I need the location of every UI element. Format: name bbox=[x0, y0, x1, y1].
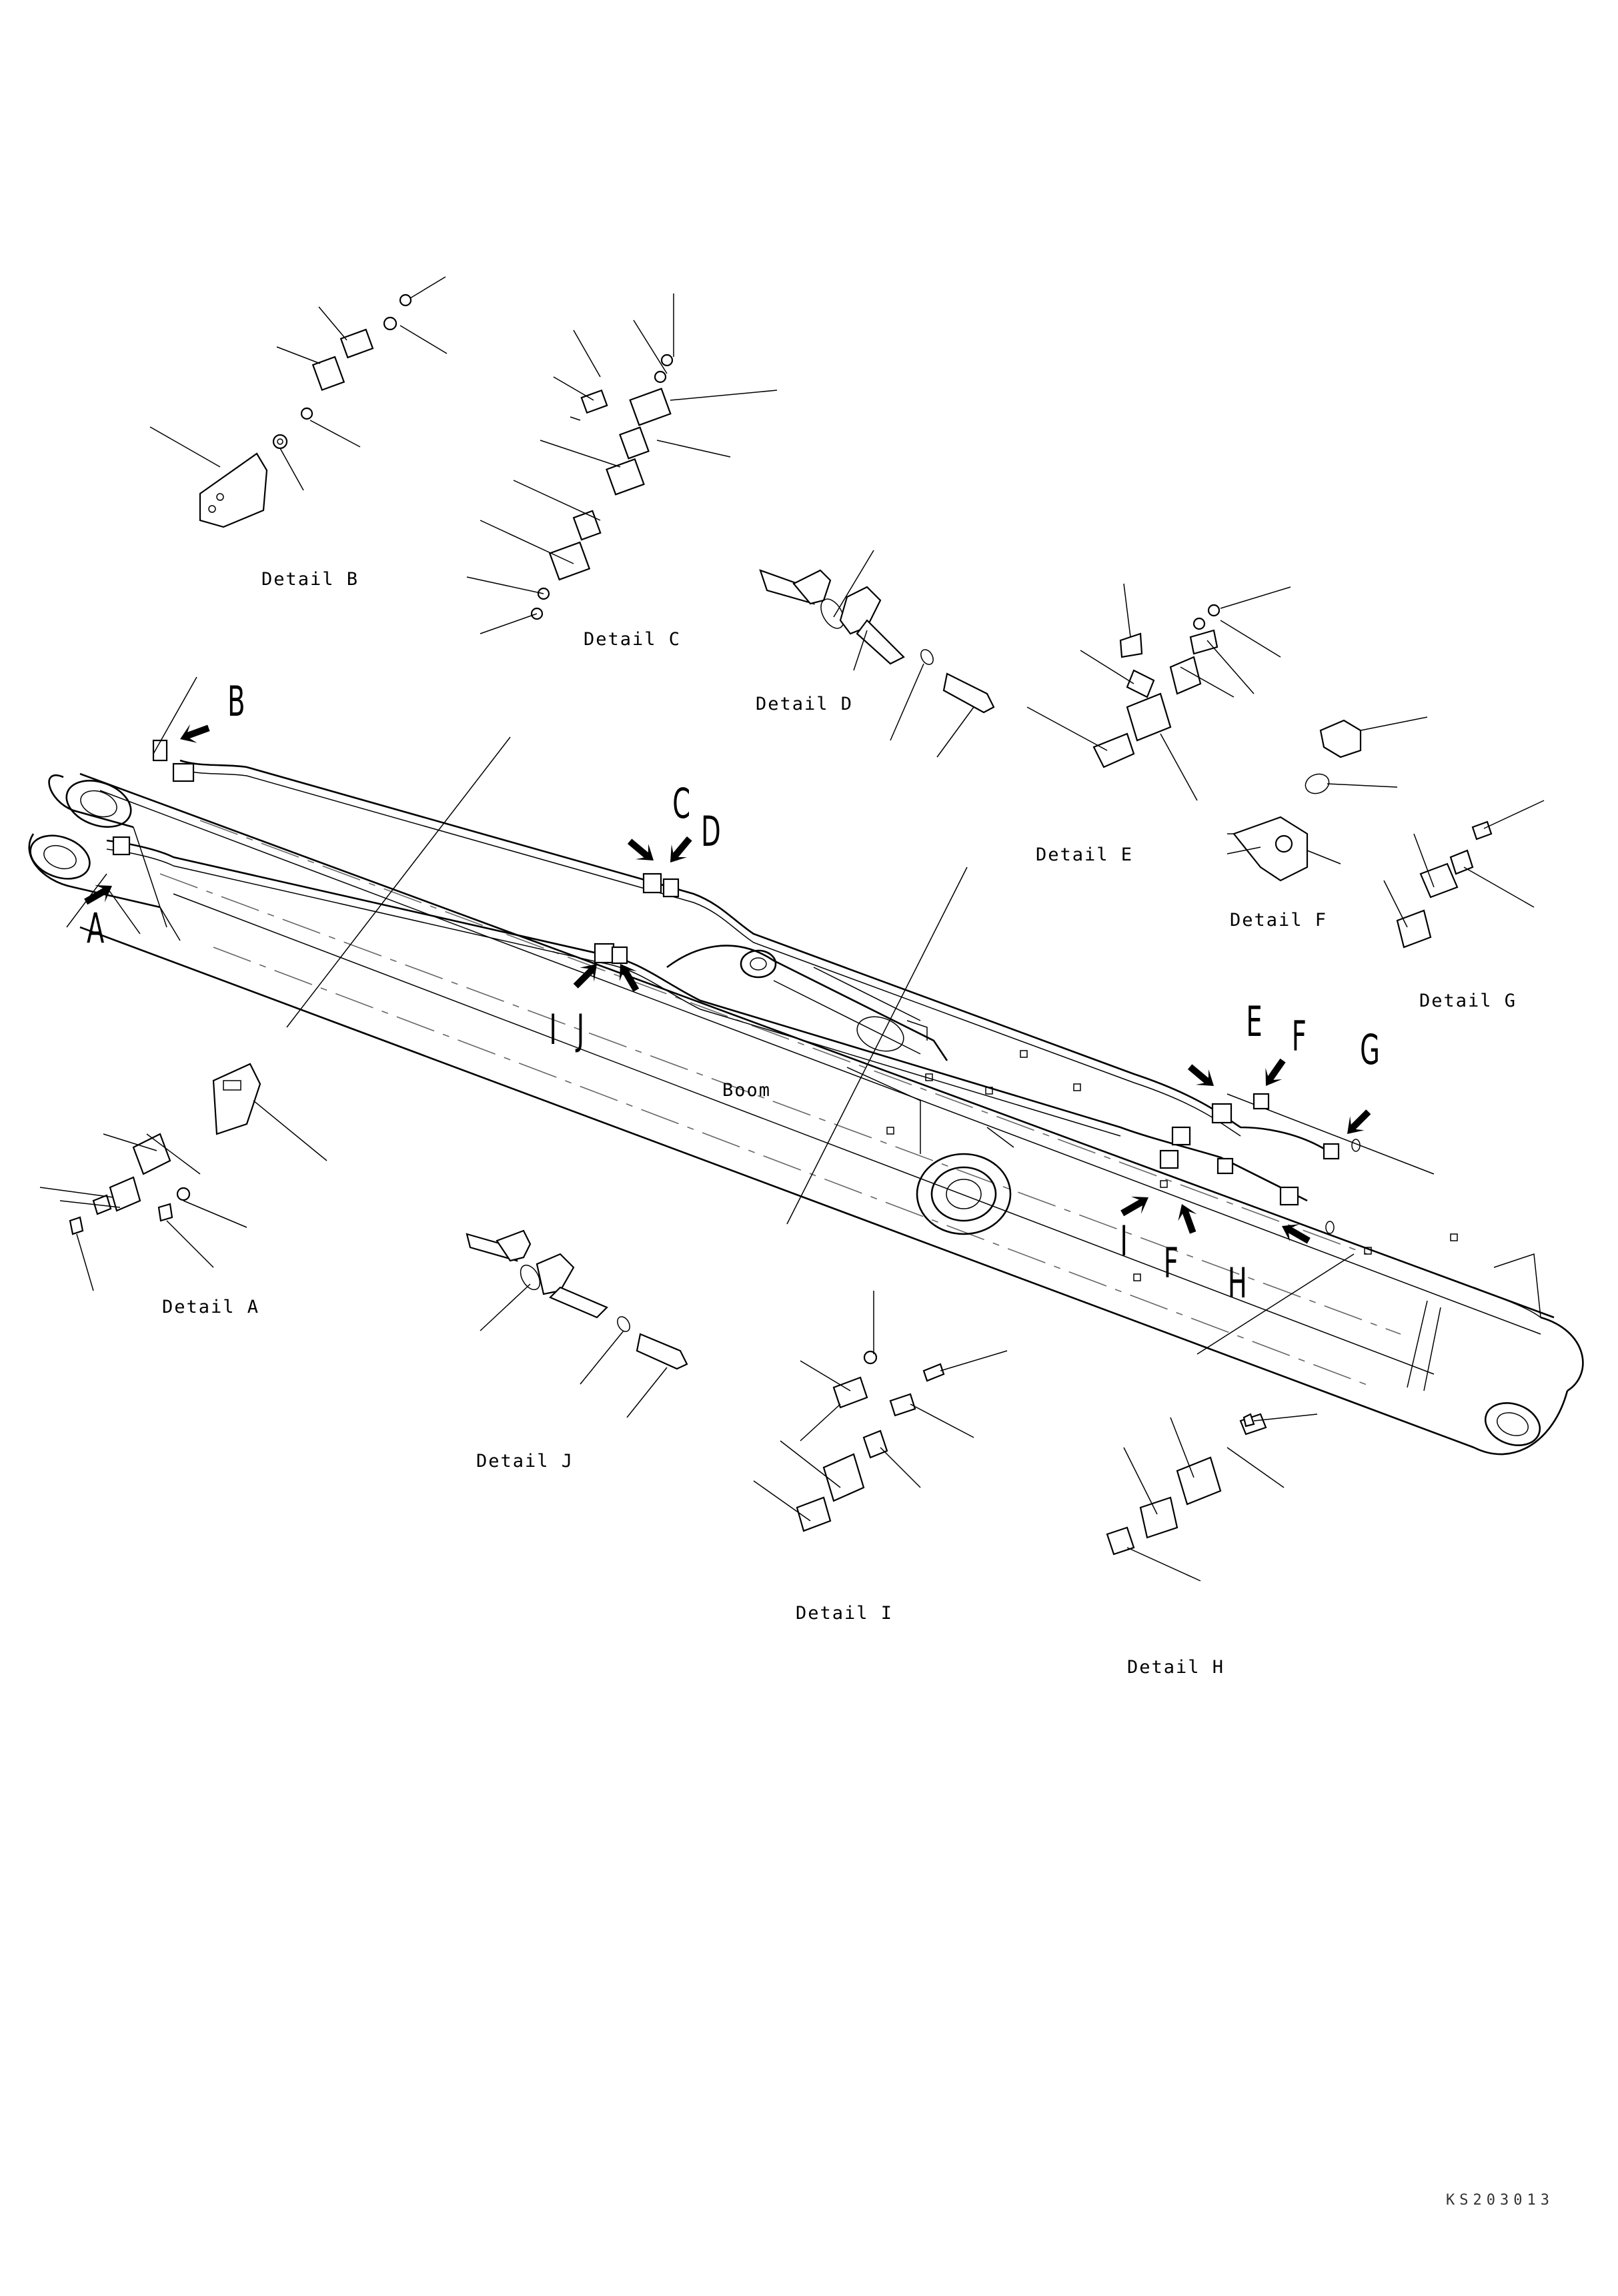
callout-h: H bbox=[1228, 1260, 1247, 1308]
boom-leaders bbox=[66, 676, 1355, 1355]
drawing-code: KS203013 bbox=[1446, 2192, 1554, 2209]
callout-c: C bbox=[672, 780, 690, 828]
detail-c-label: Detail C bbox=[584, 629, 681, 650]
callout-f1: F bbox=[1292, 1013, 1307, 1061]
detail-i-drawing bbox=[753, 1291, 1008, 1532]
detail-a-label: Detail A bbox=[162, 1297, 259, 1317]
arrow-f2 bbox=[1172, 1200, 1202, 1237]
detail-e-label: Detail E bbox=[1036, 844, 1133, 865]
arrow-d bbox=[662, 832, 698, 869]
callout-i1: I bbox=[549, 1007, 556, 1055]
detail-c-drawing bbox=[466, 294, 778, 634]
detail-d-label: Detail D bbox=[756, 694, 853, 714]
detail-b-drawing bbox=[149, 276, 448, 528]
detail-j-label: Detail J bbox=[476, 1451, 574, 1472]
detail-labels: Detail B Detail C Detail D Detail E Deta… bbox=[162, 569, 1517, 1678]
arrow-e bbox=[1183, 1059, 1220, 1095]
arrow-g bbox=[1339, 1105, 1376, 1141]
detail-d-drawing bbox=[759, 550, 995, 758]
callout-j: J bbox=[576, 1007, 585, 1055]
arrow-b bbox=[176, 718, 213, 748]
callout-i2: I bbox=[1120, 1218, 1127, 1266]
detail-j-drawing bbox=[466, 1229, 688, 1418]
callout-f2: F bbox=[1164, 1240, 1178, 1288]
detail-a-drawing bbox=[39, 1063, 327, 1291]
detail-b-label: Detail B bbox=[261, 569, 359, 590]
callout-g: G bbox=[1360, 1027, 1380, 1075]
detail-g-drawing bbox=[1383, 800, 1545, 949]
callout-letters: B A C D I J E F G I F H bbox=[87, 678, 1380, 1308]
detail-e-drawing bbox=[1026, 583, 1291, 801]
detail-f-label: Detail F bbox=[1230, 910, 1327, 931]
detail-i-label: Detail I bbox=[796, 1603, 893, 1624]
detail-f-drawing bbox=[1227, 716, 1428, 882]
detail-g-label: Detail G bbox=[1419, 991, 1517, 1011]
boom-body bbox=[28, 772, 1584, 1456]
boom-label: Boom bbox=[722, 1080, 771, 1101]
arrow-c bbox=[623, 833, 660, 869]
detail-h-drawing bbox=[1106, 1413, 1318, 1582]
callout-e: E bbox=[1246, 999, 1262, 1047]
callout-d: D bbox=[701, 808, 721, 856]
arrow-f1 bbox=[1257, 1055, 1291, 1092]
callout-a: A bbox=[87, 905, 104, 953]
callout-b: B bbox=[227, 678, 245, 726]
hydraulic-pipes bbox=[106, 739, 1361, 1234]
arrow-i2 bbox=[1117, 1189, 1154, 1222]
detail-h-label: Detail H bbox=[1127, 1657, 1225, 1678]
